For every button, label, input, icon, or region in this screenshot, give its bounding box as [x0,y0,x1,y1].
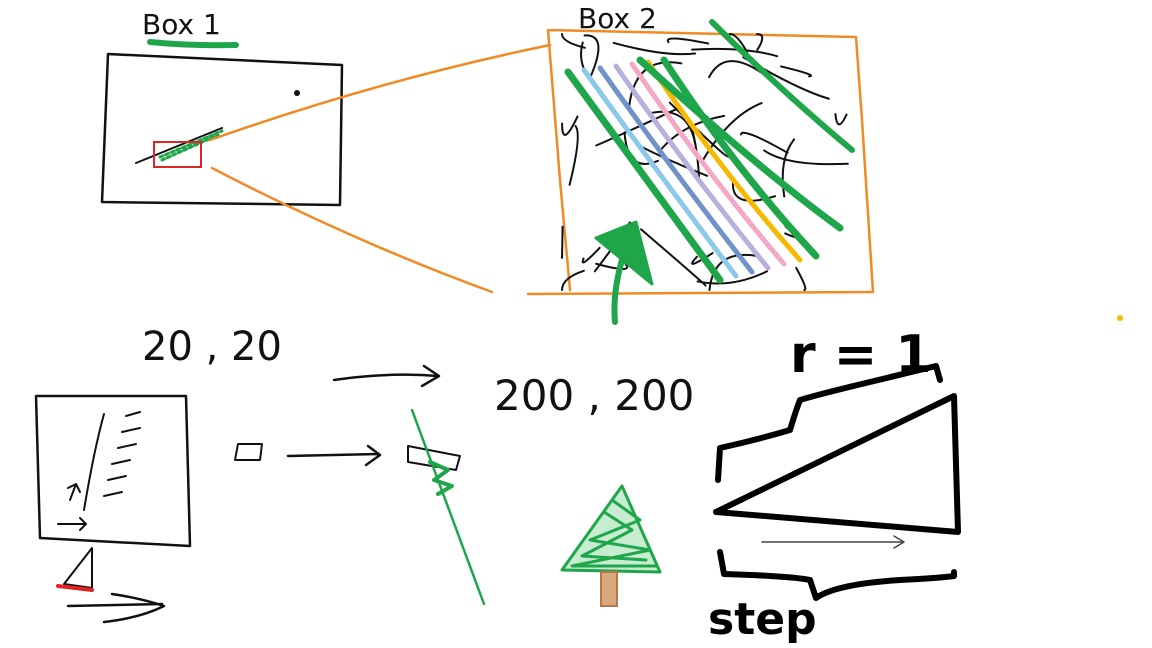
box1-dot [294,90,300,96]
stripe-green-extra [636,56,844,232]
scribble-stroke [561,115,579,136]
scribble-stroke [595,262,629,271]
stripe-green [660,56,820,260]
tree-canopy-scribble [570,498,658,568]
monitor-dashes [103,411,141,497]
stripe-lavender [613,63,771,271]
box1-group: Box 1 [100,8,344,207]
scribble-stroke [666,37,710,45]
scribble-stroke [701,102,763,163]
step-label: step [708,594,817,645]
scribble-stroke [708,60,765,79]
scribble-stroke [581,246,601,264]
scribble-stroke [691,47,779,58]
scribble-stroke [568,124,579,186]
scribble-stroke [640,228,707,287]
bottom-brace [717,549,957,601]
scribble-stroke [834,112,848,126]
stripe-green-extra [709,19,855,153]
box1-stroke [135,127,223,164]
sail-triangle [63,547,93,589]
monitor-frame [34,394,192,548]
scribble-stroke [668,101,730,158]
zoom-line-bottom [210,166,494,294]
tree-trunk [600,571,618,607]
step-diagram: r = 1 step [708,325,961,645]
mapping-arrow [286,444,382,467]
scribble-stroke [628,61,683,108]
scribble-stroke [691,252,714,265]
monitor-small-arrow-right [57,517,87,531]
stripe-green [564,68,724,284]
monitor-group [34,394,192,624]
tree-icon [560,484,662,607]
stripe-steel_blue [597,65,755,275]
scribble-stroke [696,270,768,285]
box2-frame [526,28,875,296]
box2-group: Box 2 [526,2,875,325]
box1-zoom-region [153,141,202,168]
bottom-arrow [66,592,166,624]
scribble-stroke [763,149,849,166]
sail-base [56,584,94,592]
small-square [234,443,263,461]
stray-dot [1117,315,1123,321]
scribble-stroke [612,41,697,56]
stretched-square [407,445,461,471]
scribble-stroke [561,269,585,291]
green-scribble-mark [428,460,454,496]
scribble-stroke [795,266,807,291]
box2-color-stripes [564,19,855,284]
stripe-yellow [645,59,803,263]
resolution-arrow [332,364,441,388]
top-brace [715,363,943,483]
box1-green-stroke [158,129,224,162]
large-grid-label: 200 , 200 [494,371,694,420]
box1-title: Box 1 [142,8,221,41]
scribble-stroke [755,33,764,51]
monitor-curve [83,413,105,511]
box1-frame [100,52,344,207]
scribble-stroke [781,138,796,198]
step-direction-arrow [761,535,905,549]
green-diagonal-line [410,408,486,606]
scribble-stroke [583,34,600,77]
small-grid-label: 20 , 20 [142,324,282,370]
scribble-stroke [561,225,564,259]
scribble-stroke [739,131,789,154]
radius-label: r = 1 [790,325,932,385]
stripe-pink [629,61,787,267]
scribble-stroke [780,65,812,78]
ramp-triangle [713,393,961,535]
box2-title: Box 2 [578,2,657,35]
monitor-small-arrow-up [67,483,81,501]
zoom-line-top [208,43,552,142]
scribble-stroke [660,114,726,150]
green-arrow-head [594,220,654,286]
stripe-light_blue [581,67,739,279]
box1-title-underline [147,39,239,49]
